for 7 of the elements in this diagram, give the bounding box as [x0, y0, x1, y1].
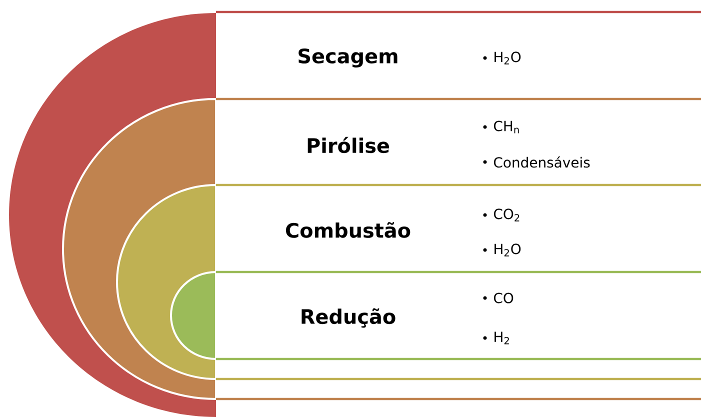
list-item: CH$_{n}$ — [483, 120, 519, 134]
list-item: CO — [483, 292, 514, 304]
list-item: H$_{2}$O — [483, 244, 521, 256]
list-item: Condensáveis — [483, 156, 590, 168]
list-item: CO$_{2}$ — [483, 208, 520, 222]
list-item: H$_{2}$ — [483, 332, 509, 344]
list-item: H$_{2}$O — [483, 52, 521, 64]
